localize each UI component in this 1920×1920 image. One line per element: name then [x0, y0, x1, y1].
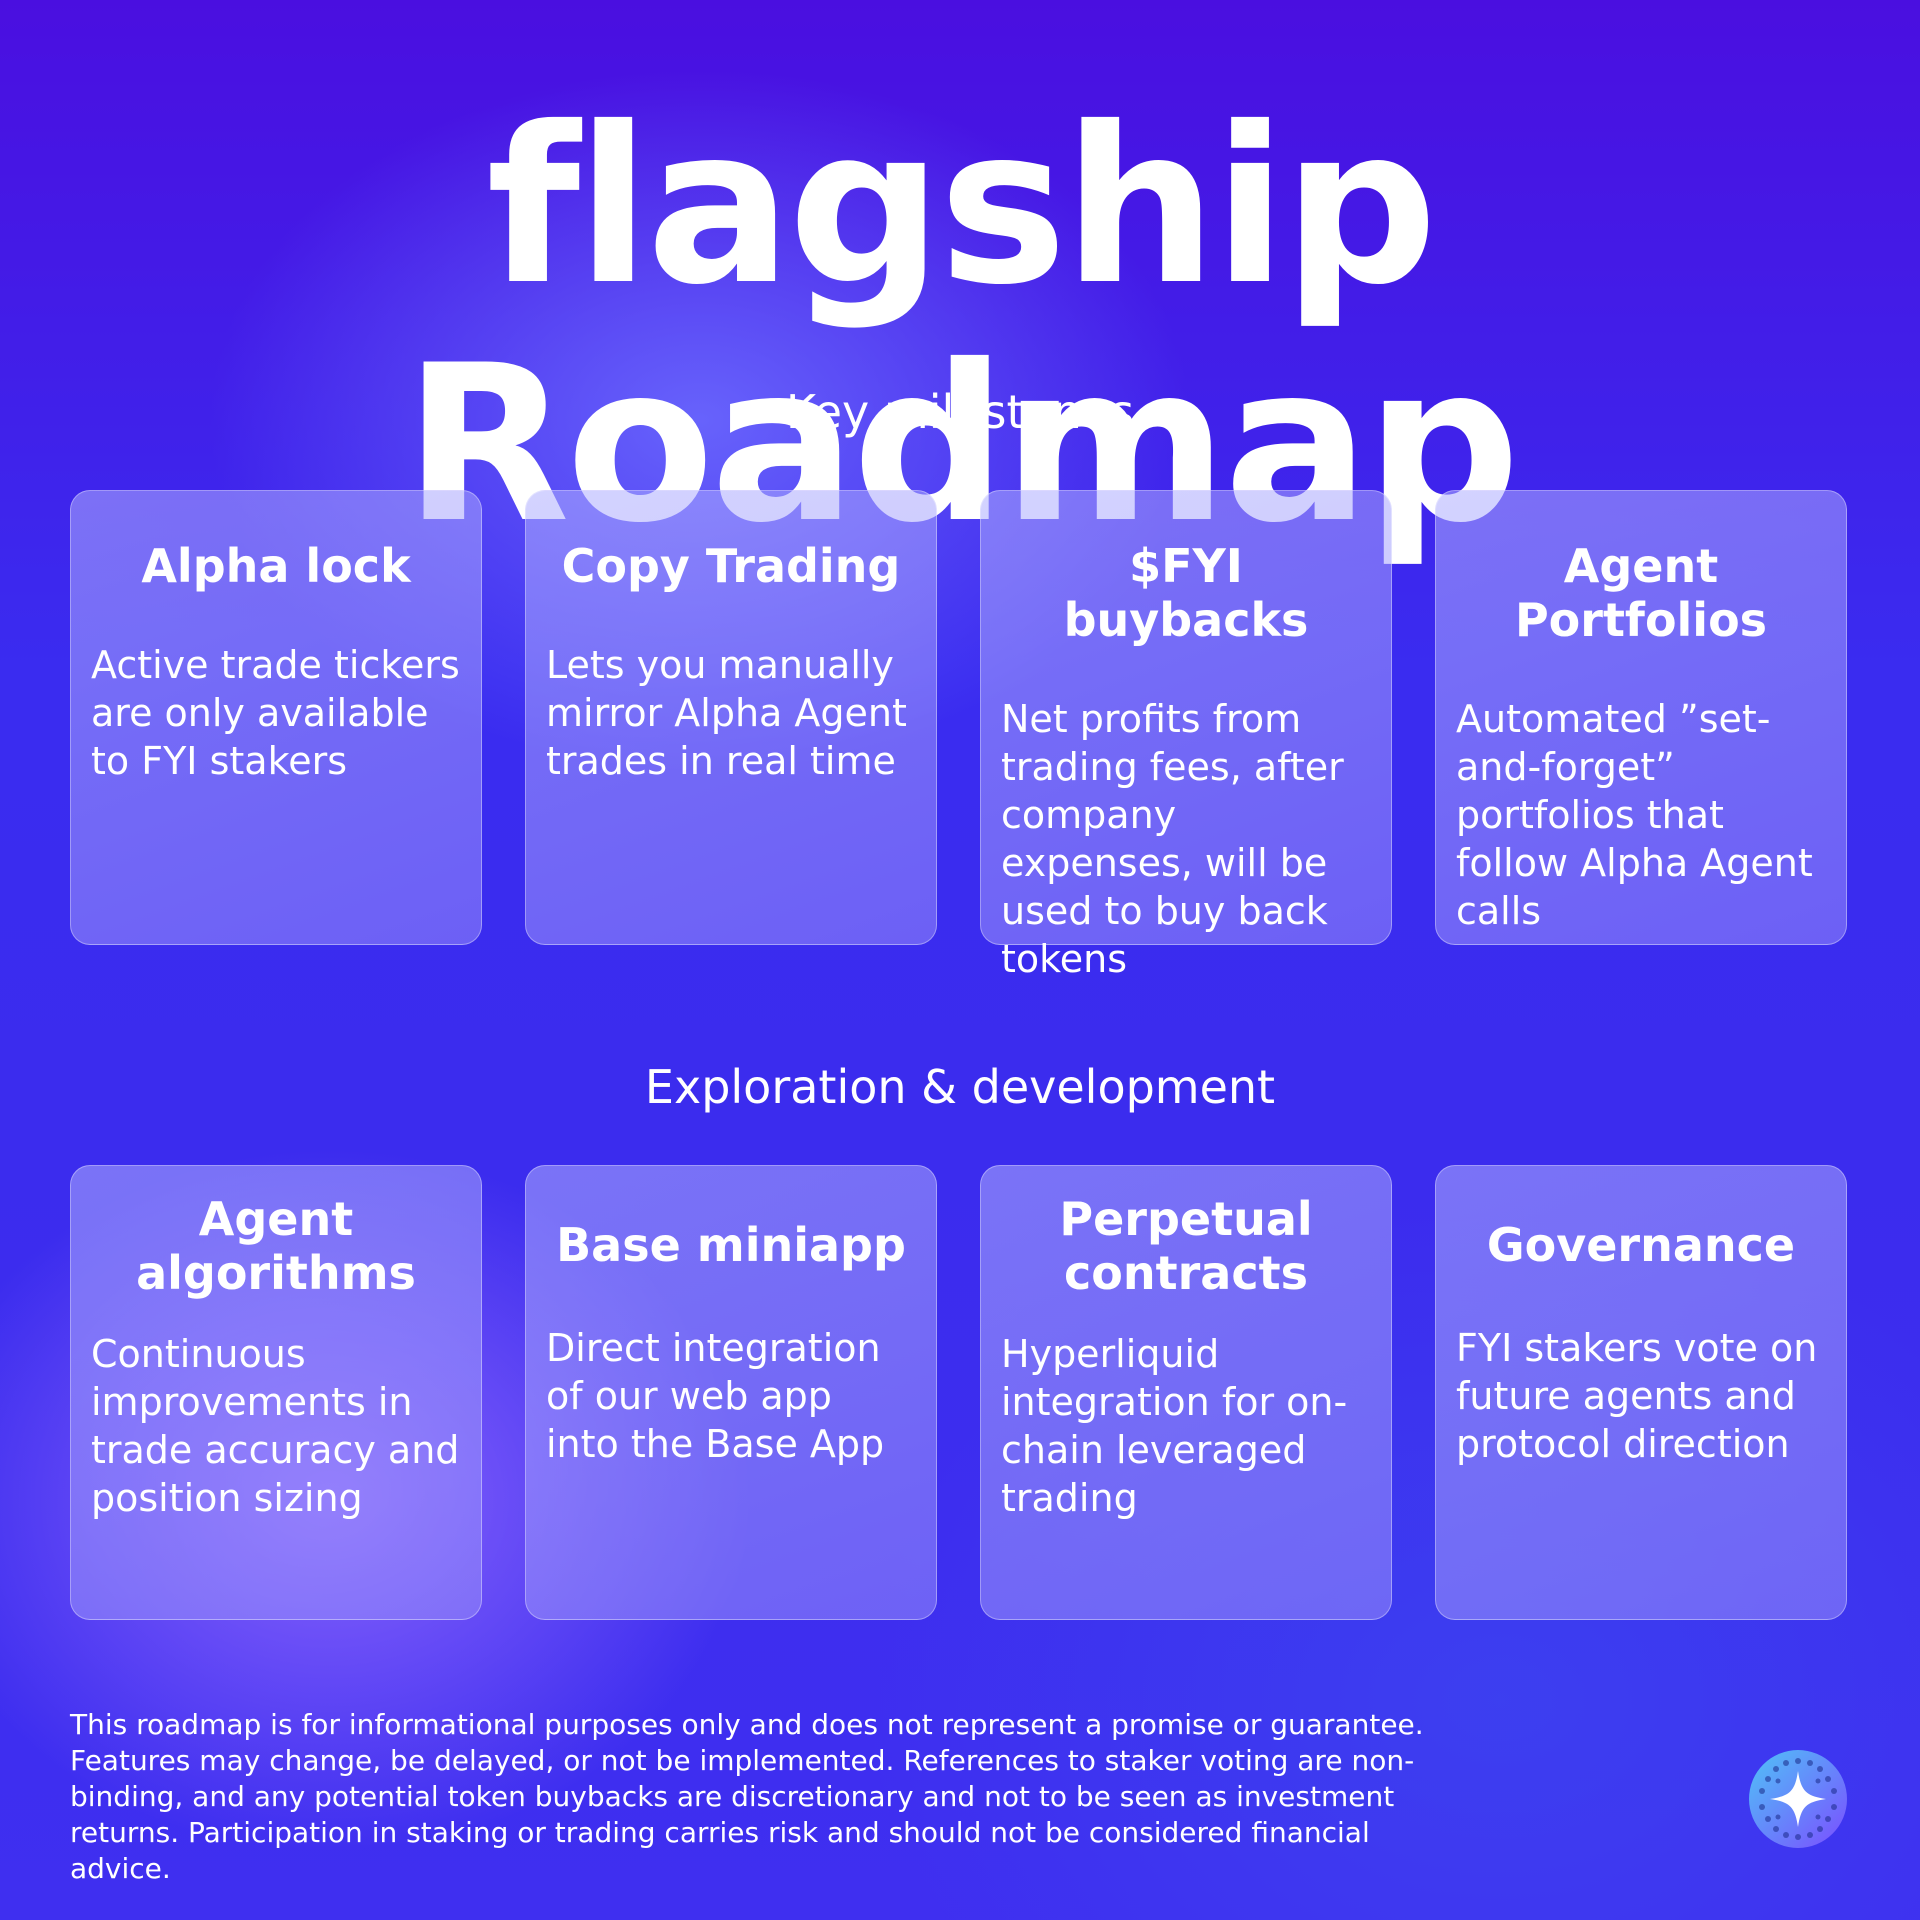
card-title: $FYI buybacks [1063, 539, 1309, 647]
card-governance: Governance FYI stakers vote on future ag… [1435, 1165, 1847, 1620]
brand-logo [1748, 1749, 1848, 1849]
card-title: Base miniapp [556, 1218, 906, 1272]
card-title: Alpha lock [141, 539, 411, 593]
card-title: Perpetual contracts [1059, 1192, 1313, 1300]
card-body: Direct integration of our web app into t… [546, 1326, 885, 1466]
card-body: FYI stakers vote on future agents and pr… [1456, 1326, 1818, 1466]
card-title: Copy Trading [561, 539, 901, 593]
card-copy-trading: Copy Trading Lets you manually mirror Al… [525, 490, 937, 945]
section-heading-key-milestones: Key milestones [785, 385, 1135, 439]
card-body: Net profits from trading fees, after com… [1001, 697, 1344, 981]
card-body: Active trade tickers are only available … [91, 643, 460, 783]
card-title: Agent Portfolios [1514, 539, 1768, 647]
card-body: Continuous improvements in trade accurac… [91, 1332, 460, 1520]
card-title: Agent algorithms [136, 1192, 416, 1300]
section-heading-exploration: Exploration & development [644, 1060, 1276, 1114]
page-title: flagship Roadmap [403, 81, 1521, 570]
card-fyi-buybacks: $FYI buybacks Net profits from trading f… [980, 490, 1392, 981]
card-body: Hyperliquid integration for on-chain lev… [1001, 1332, 1348, 1520]
card-title: Governance [1486, 1218, 1796, 1272]
card-alpha-lock: Alpha lock Active trade tickers are only… [70, 490, 482, 945]
card-agent-portfolios: Agent Portfolios Automated ”set-and-forg… [1435, 490, 1847, 945]
card-perpetual-contracts: Perpetual contracts Hyperliquid integrat… [980, 1165, 1392, 1620]
card-base-miniapp: Base miniapp Direct integration of our w… [525, 1165, 937, 1620]
card-agent-algorithms: Agent algorithms Continuous improvements… [70, 1165, 482, 1620]
card-body: Lets you manually mirror Alpha Agent tra… [546, 643, 907, 783]
card-body: Automated ”set-and-forget” portfolios th… [1456, 697, 1813, 933]
sparkle-star-icon [1749, 1750, 1847, 1848]
disclaimer-text: This roadmap is for informational purpos… [70, 1708, 1424, 1885]
